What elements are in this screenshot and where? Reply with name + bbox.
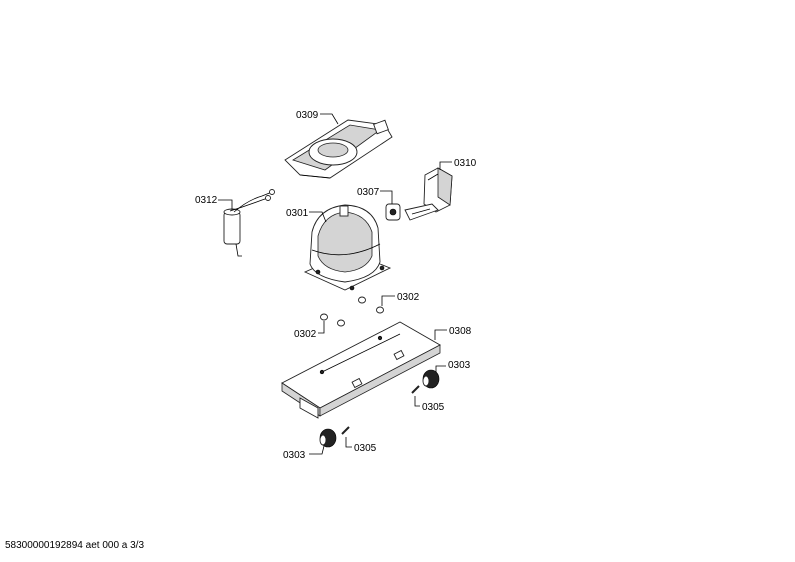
leader-0303-left	[309, 445, 325, 455]
part-0305-pin-left	[341, 426, 350, 435]
part-0310-cover	[423, 167, 453, 213]
callout-0305-right: 0305	[422, 402, 445, 413]
leader-0305-left	[345, 437, 352, 448]
leader-0310	[439, 161, 452, 170]
part-0309-drip-tray	[284, 119, 393, 179]
leader-0303-right	[435, 365, 446, 372]
leader-0312	[218, 199, 233, 210]
callout-0302-left: 0302	[294, 329, 317, 340]
part-0301-compressor	[303, 204, 392, 291]
part-0302-grommets-right	[358, 296, 384, 314]
leader-0302-left	[318, 321, 325, 334]
leader-0309	[320, 113, 339, 125]
callout-0308: 0308	[449, 326, 472, 337]
part-0303-foot-left	[319, 428, 337, 448]
callout-0301: 0301	[286, 208, 309, 219]
callout-0302-right: 0302	[397, 292, 420, 303]
callout-0307: 0307	[357, 187, 380, 198]
callout-0312: 0312	[195, 195, 218, 206]
part-0302-grommets-left	[320, 313, 345, 327]
leader-0301	[309, 211, 327, 223]
leader-0308	[434, 329, 447, 340]
leader-0302-right	[381, 295, 395, 306]
callout-0309: 0309	[296, 110, 319, 121]
part-0308-base-plate	[281, 321, 441, 419]
leader-0305-right	[414, 396, 420, 407]
callout-0303-left: 0303	[283, 450, 306, 461]
part-0303-foot-right	[422, 369, 440, 389]
part-0305-pin-right	[411, 385, 420, 394]
callout-0305-left: 0305	[354, 443, 377, 454]
part-0312-capacitor	[223, 189, 275, 257]
document-id-footer: 58300000192894 aet 000 a 3/3	[5, 540, 145, 551]
leader-0307	[380, 190, 393, 204]
callout-0310: 0310	[454, 158, 477, 169]
part-0307-relay	[385, 203, 439, 221]
callout-0303-right: 0303	[448, 360, 471, 371]
